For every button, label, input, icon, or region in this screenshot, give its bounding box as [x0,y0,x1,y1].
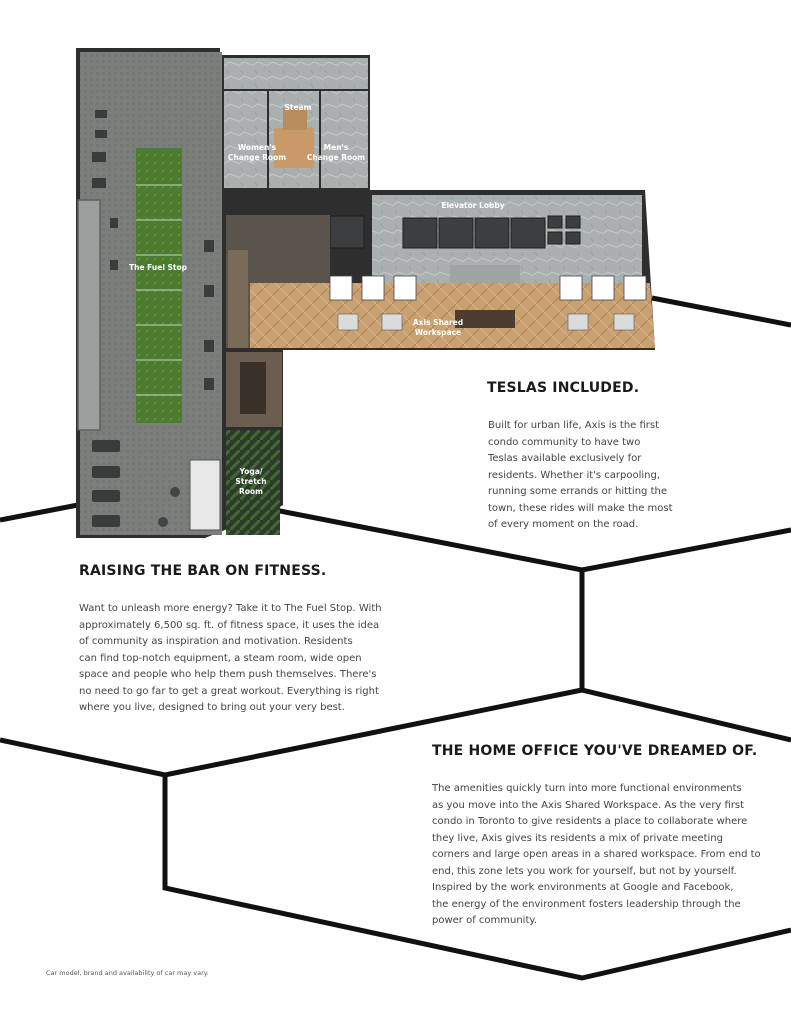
office-line: power of community. [432,915,538,926]
fitness-heading: RAISING THE BAR ON FITNESS. [79,563,327,579]
fitness-body: Want to unleash more energy? Take it to … [79,601,382,717]
label-fuel-stop: The Fuel Stop [129,263,188,272]
teslas-body: Built for urban life, Axis is the first … [488,418,673,534]
office-line: condo in Toronto to give residents a pla… [432,816,748,827]
teslas-line: town, these rides will make the most [488,502,673,514]
teslas-line: residents. Whether it's carpooling, [488,469,661,481]
fitness-line: Want to unleash more energy? Take it to … [79,603,382,614]
label-mens-change-1: Men's [324,143,349,152]
label-steam: Steam [285,103,312,112]
fitness-line: approximately 6,500 sq. ft. of fitness s… [79,619,380,631]
fitness-line: no need to go far to get a great workout… [79,685,379,697]
label-yoga-2: Stretch [235,477,266,486]
fitness-line: can find top-notch equipment, a steam ro… [79,652,362,664]
label-womens-change-1: Women's [238,143,277,152]
label-womens-change-2: Change Room [228,153,286,162]
teslas-line: running some errands or hitting the [488,486,667,497]
car-disclaimer: Car model, brand and availability of car… [46,969,209,977]
teslas-line: condo community to have two [488,436,641,448]
teslas-line: Built for urban life, Axis is the first [488,420,660,431]
fitness-line: where you live, designed to bring out yo… [79,702,345,713]
teslas-line: of every moment on the road. [488,519,639,530]
label-elevator-lobby: Elevator Lobby [441,201,504,210]
label-yoga-1: Yoga/ [238,467,262,476]
office-line: they live, Axis gives its residents a mi… [432,832,723,844]
teslas-heading: TESLAS INCLUDED. [487,380,640,396]
fitness-line: of community as inspiration and motivati… [79,636,353,647]
office-line: end, this zone lets you work for yoursel… [432,865,737,877]
fitness-line: space and people who help them push them… [79,669,377,680]
office-line: Inspired by the work environments at Goo… [432,882,734,893]
office-line: corners and large open areas in a shared… [432,849,761,860]
office-heading: THE HOME OFFICE YOU'VE DREAMED OF. [432,743,758,759]
label-workspace-2: Workspace [415,328,461,337]
office-line: as you move into the Axis Shared Workspa… [432,799,745,811]
office-line: the energy of the environment fosters le… [432,898,741,910]
label-yoga-3: Room [239,487,263,496]
label-workspace-1: Axis Shared [413,318,463,327]
label-mens-change-2: Change Room [307,153,365,162]
teslas-line: Teslas available exclusively for [488,453,642,464]
office-body: The amenities quickly turn into more fun… [432,781,761,930]
office-line: The amenities quickly turn into more fun… [432,783,742,794]
